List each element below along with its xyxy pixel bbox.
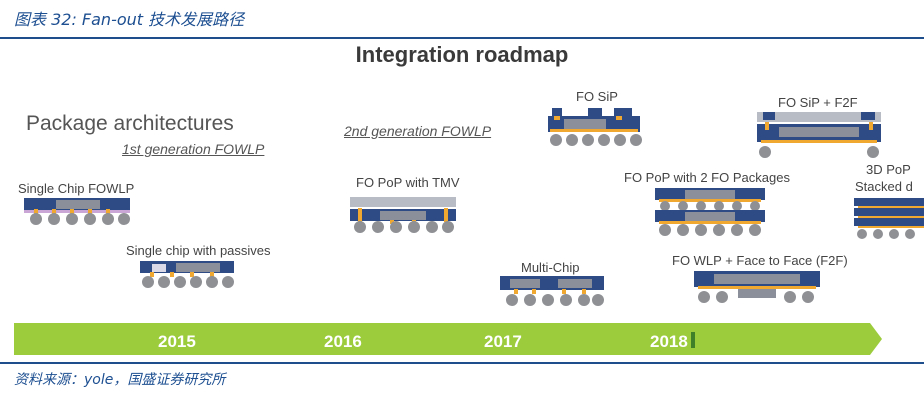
- gen1-label: 1st generation FOWLP: [122, 141, 265, 157]
- year-2018: 2018: [650, 332, 688, 351]
- label-fo-wlp-f2f: FO WLP + Face to Face (F2F): [672, 253, 848, 268]
- label-3d-pop: 3D PoP: [866, 162, 911, 177]
- source-note: 资料来源：yole，国盛证券研究所: [14, 372, 226, 388]
- diagram-title: Integration roadmap: [355, 42, 569, 67]
- gen2-label: 2nd generation FOWLP: [344, 123, 492, 139]
- pop-3d-graphic: [854, 198, 924, 239]
- figure-caption: 图表 32: Fan-out 技术发展路径: [14, 10, 245, 29]
- single-chip-fowlp-graphic: [24, 198, 130, 225]
- multi-chip-graphic: [500, 276, 604, 306]
- label-fo-pop-2fo: FO PoP with 2 FO Packages: [624, 170, 790, 185]
- top-rule: [0, 37, 924, 39]
- timeline-arrow: [14, 323, 882, 355]
- fo-pop-2fo-graphic: [655, 188, 765, 236]
- fo-pop-tmv-graphic: [350, 197, 456, 233]
- package-architectures-label: Package architectures: [26, 112, 234, 135]
- label-single-chip-passives: Single chip with passives: [126, 243, 271, 258]
- fo-sip-f2f-graphic: [757, 112, 881, 158]
- label-single-chip: Single Chip FOWLP: [18, 181, 135, 196]
- year-2015: 2015: [158, 332, 196, 351]
- single-chip-passives-graphic: [140, 261, 234, 288]
- label-fo-sip: FO SiP: [576, 89, 618, 104]
- label-fo-sip-f2f: FO SiP + F2F: [778, 95, 858, 110]
- label-stacked-die: Stacked d: [855, 179, 913, 194]
- fo-wlp-f2f-graphic: [694, 271, 820, 303]
- label-multi-chip: Multi-Chip: [521, 260, 580, 275]
- bottom-rule: [0, 362, 924, 364]
- year-2017: 2017: [484, 332, 522, 351]
- label-fo-pop-tmv: FO PoP with TMV: [356, 175, 460, 190]
- fo-sip-graphic: [548, 108, 642, 146]
- year-2016: 2016: [324, 332, 362, 351]
